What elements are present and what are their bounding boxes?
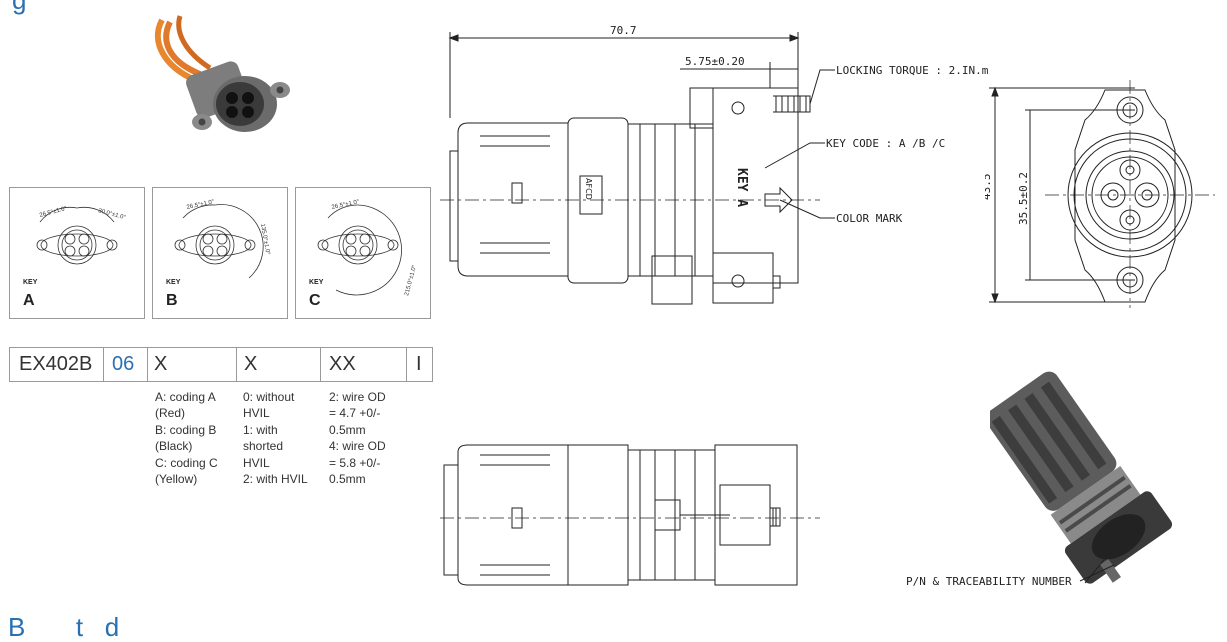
hvil-option-line: shorted [243,439,284,454]
pn-leader: P/N & TRACEABILITY NUMBER [906,564,1115,588]
wire-option-line: 0.5mm [329,422,366,437]
hvil-option-line: HVIL [243,406,270,421]
key-b-label: KEY [166,279,181,286]
key-panel-a: 26.5°±1.0° 30.0°±1.0° KEY A [9,187,145,319]
wire-option-line: = 4.7 +0/- [329,406,381,421]
color-mark-label: COLOR MARK [836,212,903,225]
coding-option-line: C: coding C [155,455,218,470]
wire-options: 2: wire OD = 4.7 +0/- 0.5mm 4: wire OD =… [329,389,386,487]
key-code-label: KEY CODE : A /B /C [826,137,945,150]
bottom-view-drawing [440,444,820,586]
wire-option-line: 2: wire OD [329,390,386,404]
wire-option-line: = 5.8 +0/- [329,455,381,470]
key-panel-c: 26.5°±1.0° 215.0°±1.0° KEY C [295,187,431,319]
key-a-letter: A [23,292,35,309]
coding-options: A: coding A (Red) B: coding B (Black) C:… [155,389,218,487]
pn-traceability-label: P/N & TRACEABILITY NUMBER [906,575,1072,588]
hvil-option-line: 0: without [243,390,295,404]
key-b-angle-2: 135.0°±1.0° [259,223,270,256]
connector-photo [154,15,290,132]
key-c-angle-2: 215.0°±1.0° [404,264,418,297]
dim-overall-height: 43.5 [985,174,993,201]
code-cell-hvil: X [244,353,258,375]
section-heading-top: g [12,0,27,15]
wire-option-line: 4: wire OD [329,439,386,454]
part-code-row: EX402B 06 X X XX I [9,347,433,382]
coding-option-line: (Yellow) [155,472,198,487]
key-a-angle-1: 26.5°±1.0° [39,206,68,219]
dim-thread-length: 5.75±0.20 [685,55,745,68]
section-heading-bottom: B t d [8,612,120,642]
hvil-options: 0: without HVIL 1: with shorted HVIL 2: … [243,389,308,487]
front-view-drawing: 43.5 35.5±0.2 [985,80,1215,308]
key-c-angle-1: 26.5°±1.0° [331,199,360,211]
wire-option-line: 0.5mm [329,472,366,487]
connector-iso-render [990,371,1173,584]
key-b-face-drawing: 26.5°±1.0° 135.0°±1.0° [174,199,271,279]
hvil-option-line: HVIL [243,455,270,470]
hvil-option-line: 2: with HVIL [243,472,308,487]
dim-hole-spacing: 35.5±0.2 [1017,172,1030,225]
coding-option-line: A: coding A [155,390,216,404]
coding-option-line: (Red) [155,406,186,421]
key-panel-b: 26.5°±1.0° 135.0°±1.0° KEY B [152,187,288,319]
key-a-face-drawing: 26.5°±1.0° 30.0°±1.0° [36,206,127,265]
code-cell-end: I [416,353,422,375]
key-c-letter: C [309,292,321,309]
key-a-label: KEY [23,279,38,286]
code-cell-coding: X [154,353,168,375]
key-c-label: KEY [309,279,324,286]
hvil-option-line: 1: with [243,422,278,437]
key-c-face-drawing: 26.5°±1.0° 215.0°±1.0° [317,199,418,297]
code-cell-size: 06 [112,353,135,375]
locking-torque-label: LOCKING TORQUE : 2.IN.m [836,64,989,77]
code-cell-wire: XX [329,353,356,375]
key-b-angle-1: 26.5°±1.0° [186,199,215,211]
coding-option-line: B: coding B [155,422,217,437]
code-cell-series: EX402B [19,353,93,375]
side-view-drawing: 70.7 5.75±0.20 LOCKING TORQUE : 2.IN.m K… [440,24,989,305]
key-b-letter: B [166,292,178,309]
dim-overall-length: 70.7 [610,24,637,37]
key-text-marking: KEY A [734,168,749,207]
logo-marking: AFCD [584,178,593,200]
coding-option-line: (Black) [155,439,193,454]
